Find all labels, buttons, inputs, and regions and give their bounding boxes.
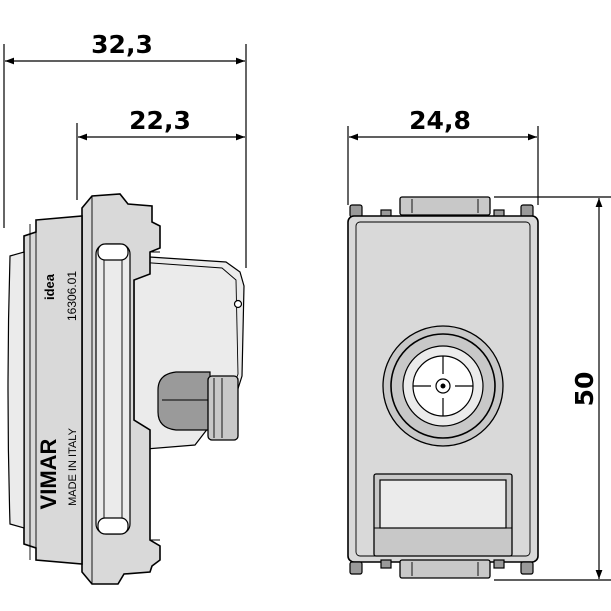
dimension-body-depth: 22,3 bbox=[76, 106, 245, 200]
side-origin-label: MADE IN ITALY bbox=[67, 427, 79, 505]
side-view: idea 16306.01 VIMAR MADE IN ITALY bbox=[7, 193, 245, 585]
dimension-label-overall-depth: 32,3 bbox=[91, 30, 153, 59]
front-view bbox=[347, 196, 539, 579]
side-series-label: idea bbox=[42, 273, 57, 300]
dimension-label-body-depth: 22,3 bbox=[129, 106, 191, 135]
dimension-overall-depth: 32,3 bbox=[3, 30, 247, 268]
front-top-clip bbox=[399, 196, 491, 216]
side-front-plate bbox=[23, 215, 83, 565]
dimension-width: 24,8 bbox=[347, 106, 539, 205]
dimension-label-height: 50 bbox=[570, 372, 599, 407]
front-bottom-clip bbox=[399, 559, 491, 579]
side-guide-channel bbox=[95, 243, 131, 535]
dimension-label-width: 24,8 bbox=[409, 106, 471, 135]
side-brand-label: VIMAR bbox=[36, 438, 61, 509]
side-connector-nose bbox=[157, 371, 211, 431]
dimension-height: 50 bbox=[494, 196, 611, 581]
side-part-number: 16306.01 bbox=[65, 271, 79, 321]
